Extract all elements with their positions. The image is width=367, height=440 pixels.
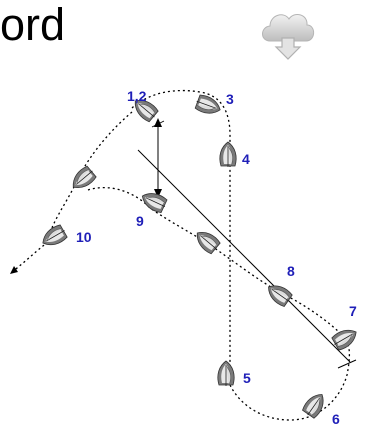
boat-position-8 [263,279,295,309]
label-5: 5 [243,370,251,386]
boat-position-5 [217,360,235,387]
boat-position-3 [193,93,224,118]
course-track-exit [11,241,49,273]
boat-position-9 [138,188,169,215]
boat-position-9b [191,226,223,256]
page-title-fragment: ord [0,0,66,50]
label-6: 6 [332,411,340,427]
label-8: 8 [287,263,295,279]
distance-arrow-down-icon [154,189,162,198]
label-9: 9 [136,213,144,229]
label-10: 10 [76,229,92,245]
course-track-lower [87,186,346,339]
cloud-download-icon[interactable] [258,5,318,65]
boat-position-4 [219,141,237,168]
course-track-left [47,111,133,241]
boat-position-6 [300,389,330,421]
label-3: 3 [226,91,234,107]
label-7: 7 [349,303,357,319]
exit-arrow-icon [10,266,18,274]
label-4: 4 [242,151,250,167]
course-line [137,149,351,363]
label-1-2: 1,2 [127,88,147,104]
